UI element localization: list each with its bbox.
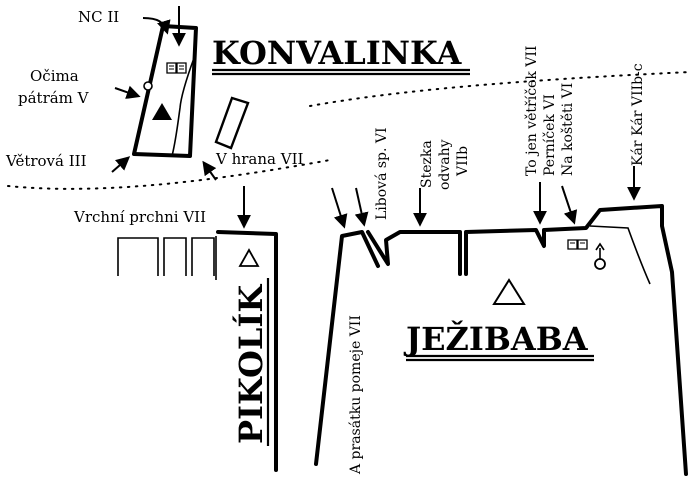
konvalinka-title: KONVALINKA bbox=[212, 34, 462, 72]
arrow-libova-1 bbox=[331, 187, 348, 229]
route-libova-label: Libová sp. VI bbox=[374, 127, 390, 220]
dotted-terrain-line-lower bbox=[7, 159, 331, 190]
pikolik-rock-3 bbox=[191, 237, 215, 276]
pikolik-rock-1 bbox=[117, 237, 159, 276]
arrow-vhrana bbox=[202, 160, 217, 181]
jezibaba-ring-anchor-icon bbox=[594, 242, 606, 270]
pikolik-outline bbox=[216, 230, 278, 472]
route-nc-label: NC II bbox=[78, 8, 119, 26]
pikolik-rock-2 bbox=[163, 237, 187, 276]
pikolik-title: PIKOLÍK bbox=[232, 284, 270, 444]
arrow-nc bbox=[142, 17, 171, 35]
route-pernicek-label: Perníček VI bbox=[542, 94, 558, 176]
arrow-vetrova bbox=[111, 156, 131, 173]
route-vrchni-label: Vrchní prchni VII bbox=[73, 208, 206, 226]
small-block-outline bbox=[214, 96, 250, 150]
route-karkar-label: Kár Kár VIIb-c bbox=[630, 63, 646, 166]
pikolik-summit-triangle-icon bbox=[238, 248, 260, 267]
route-vetrova-label: Větrová III bbox=[5, 152, 87, 170]
route-ocima-line2: pátrám V bbox=[18, 89, 90, 107]
arrow-libova-2 bbox=[354, 187, 369, 227]
konvalinka-outline bbox=[132, 24, 198, 158]
route-stezka-line1: Stezka bbox=[419, 140, 435, 188]
route-tojen-label: To jen větříček VII bbox=[524, 46, 540, 176]
route-stezka-line3: VIIb bbox=[455, 146, 471, 177]
route-koste-label: Na koštěti VI bbox=[559, 83, 576, 176]
route-stezka-line2: odvahy bbox=[437, 139, 453, 190]
dotted-terrain-line-upper bbox=[309, 71, 690, 107]
jezibaba-title: JEŽIBABA bbox=[403, 320, 589, 358]
konvalinka-inner-line bbox=[171, 57, 195, 157]
arrow-ocima bbox=[114, 85, 141, 99]
konvalinka-summit-mark-icon bbox=[152, 103, 172, 120]
jezibaba-book-icon bbox=[567, 239, 588, 250]
jezibaba-inner-edge bbox=[589, 225, 651, 285]
konvalinka-ring-icon bbox=[143, 81, 153, 91]
jezibaba-summit-triangle-icon bbox=[492, 278, 526, 305]
jezibaba-outline-main bbox=[314, 204, 688, 476]
konvalinka-book-icon bbox=[166, 62, 187, 74]
route-vhrana-label: V hrana VII bbox=[215, 150, 304, 168]
route-ocima-line1: Očima bbox=[30, 67, 79, 85]
route-prasatku-label: A prasátku pomeje VII bbox=[348, 315, 364, 475]
arrow-koste bbox=[561, 185, 578, 225]
